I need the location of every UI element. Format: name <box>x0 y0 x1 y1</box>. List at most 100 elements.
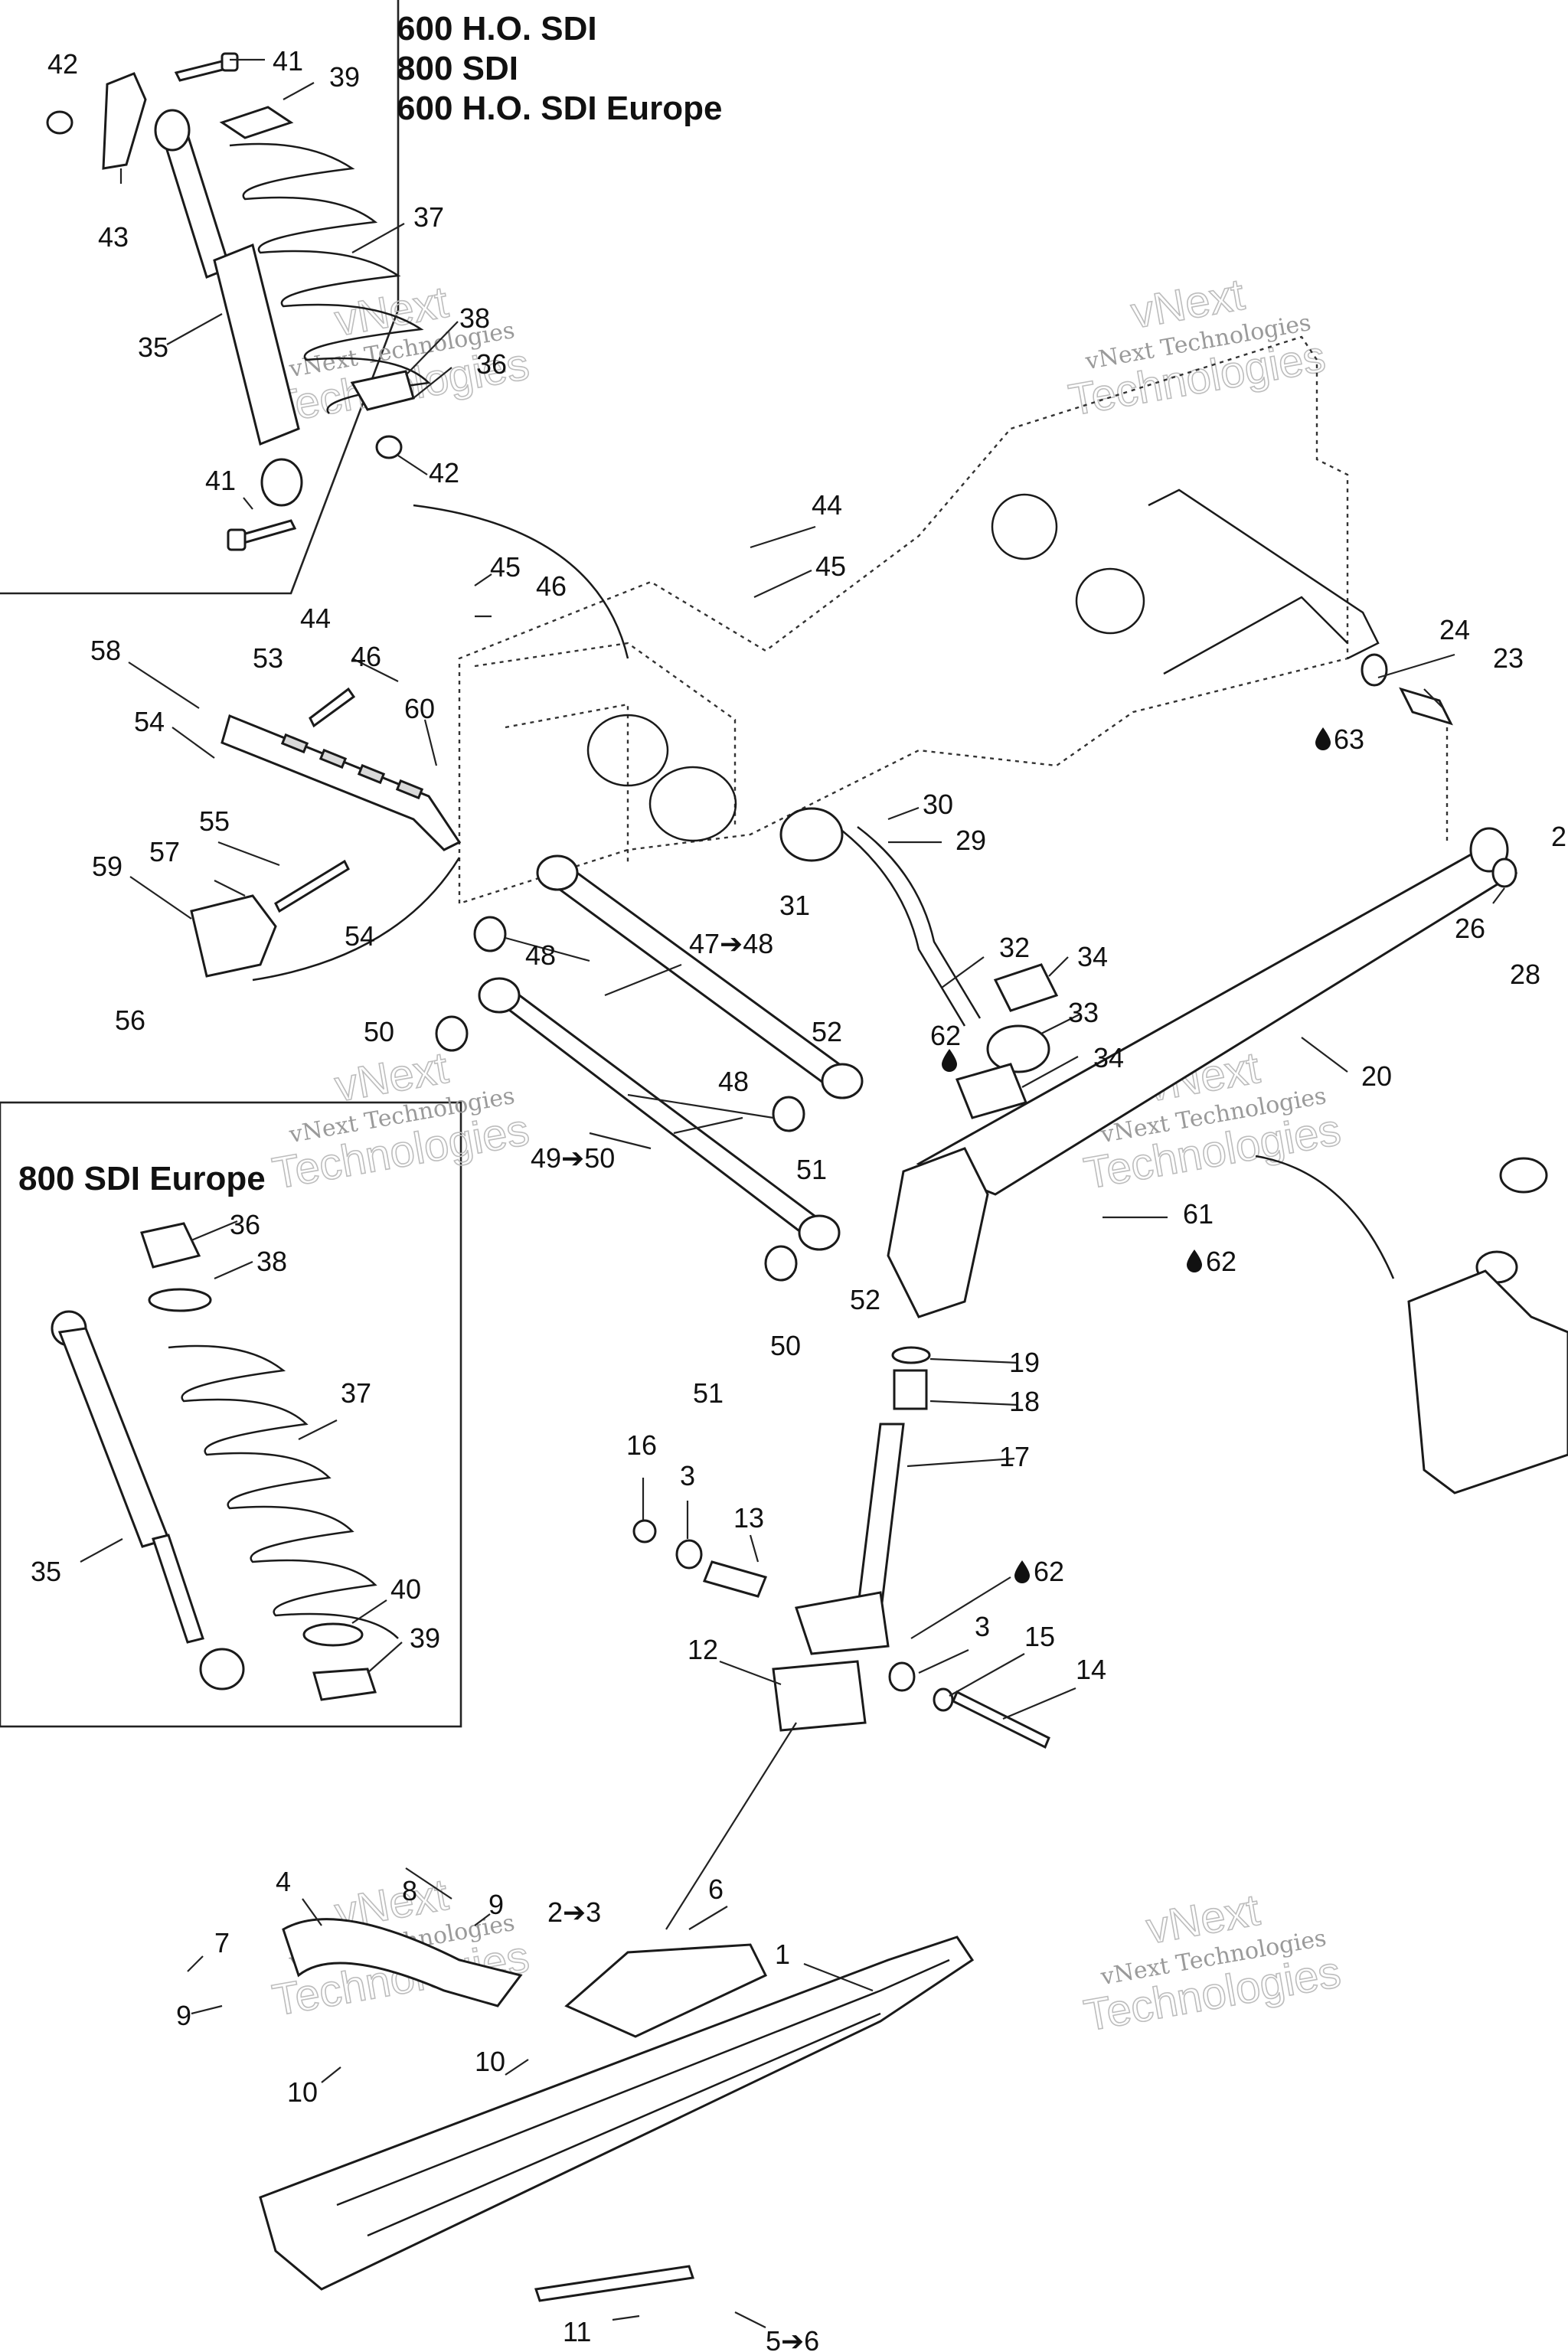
bushing-23 <box>1399 687 1453 726</box>
label-41-bottom: 41 <box>205 465 236 496</box>
label-48-b: 48 <box>718 1066 749 1097</box>
stabilizer-link-32 <box>841 826 982 1027</box>
label-3-right: 3 <box>975 1611 990 1642</box>
label-45-right: 45 <box>815 550 846 582</box>
label-30: 30 <box>923 789 953 820</box>
label-29: 29 <box>956 825 986 856</box>
label-39-top: 39 <box>329 61 360 93</box>
ski-handle-4 <box>282 1918 523 2007</box>
label-44-left: 44 <box>300 603 331 634</box>
bushing-18 <box>893 1369 928 1410</box>
label-56: 56 <box>115 1004 145 1036</box>
label-55: 55 <box>199 805 230 837</box>
label-19: 19 <box>1009 1347 1040 1378</box>
label-46-left: 46 <box>351 641 381 672</box>
bolt-41-bottom <box>227 519 297 551</box>
label-62-b: 62 <box>1206 1246 1236 1277</box>
bushing-48-b <box>772 1096 805 1132</box>
watermark-3: vNext vNext Technologies Technologies <box>268 1042 533 1199</box>
seat-38-bottom <box>148 1288 212 1312</box>
inset-top-titles: 600 H.O. SDI 800 SDI 600 H.O. SDI Europe <box>397 10 722 127</box>
bushing-48-a <box>473 916 507 952</box>
spacer-13 <box>702 1560 768 1598</box>
label-37-bottom: 37 <box>341 1377 371 1409</box>
label-7: 7 <box>214 1927 230 1958</box>
label-10-right: 10 <box>475 2046 505 2077</box>
drop-icon <box>1315 727 1331 750</box>
lower-arm-49 <box>478 977 841 1251</box>
nut-42-top <box>46 110 74 135</box>
label-50-b: 50 <box>770 1330 801 1361</box>
washer-15 <box>933 1687 954 1712</box>
cap-39-top <box>219 106 294 139</box>
label-2-partial: 2 <box>1551 821 1566 852</box>
housing-30 <box>779 807 844 862</box>
curve-bracket-59 <box>252 857 461 982</box>
label-45-left: 45 <box>490 551 521 583</box>
label-36-top: 36 <box>476 348 507 380</box>
watermark-6: vNext vNext Technologies Technologies <box>1080 1884 1344 2041</box>
label-3-left: 3 <box>680 1460 695 1491</box>
stopper-12 <box>772 1660 867 1732</box>
bracket-58 <box>220 714 462 851</box>
ski-leg-partial <box>1407 1157 1568 1494</box>
label-42-bottom: 42 <box>429 457 459 488</box>
label-61: 61 <box>1183 1198 1214 1230</box>
label-49-50: 49➔50 <box>531 1142 615 1174</box>
label-40: 40 <box>390 1573 421 1605</box>
bushing-50-b <box>764 1245 798 1282</box>
ski-runner-5 <box>534 2265 694 2302</box>
label-1: 1 <box>775 1939 790 1970</box>
label-35-bottom: 35 <box>31 1556 61 1587</box>
spacer-3-right <box>888 1661 916 1692</box>
washer-26 <box>1491 858 1517 888</box>
bracket-59 <box>190 894 277 978</box>
label-38-top: 38 <box>459 302 490 334</box>
washer-19 <box>891 1346 931 1364</box>
label-52-a: 52 <box>812 1016 842 1047</box>
label-4: 4 <box>276 1866 291 1897</box>
shock-absorber-top <box>154 109 303 507</box>
label-42-top: 42 <box>47 48 78 80</box>
label-13: 13 <box>733 1502 764 1534</box>
label-51-a: 51 <box>796 1154 827 1185</box>
label-58: 58 <box>90 635 121 666</box>
label-33: 33 <box>1068 997 1099 1028</box>
cap-36-bottom <box>140 1222 201 1269</box>
grease-drop-icons <box>942 727 1331 1583</box>
ball-joint-33 <box>986 1024 1050 1073</box>
washer-24 <box>1361 653 1388 687</box>
upper-arm-47 <box>536 854 864 1099</box>
bolt-55 <box>274 859 350 913</box>
drop-icon <box>1187 1250 1202 1272</box>
label-34-top: 34 <box>1077 941 1108 972</box>
part-labels: 42 41 39 37 35 38 36 41 42 43 44 45 45 4… <box>31 45 1566 2352</box>
label-62-c: 62 <box>1034 1556 1064 1587</box>
ski-saddle-2 <box>564 1943 768 2038</box>
label-50-a: 50 <box>364 1016 394 1047</box>
bushing-50-a <box>435 1015 469 1052</box>
label-54-right: 54 <box>345 920 375 952</box>
label-46-right: 46 <box>536 570 567 602</box>
label-62-a: 62 <box>930 1020 961 1051</box>
label-10-left: 10 <box>287 2076 318 2108</box>
label-16: 16 <box>626 1429 657 1461</box>
curve-to-mount <box>413 504 629 659</box>
inset-bottom-title: 800 SDI Europe <box>18 1160 266 1197</box>
shock-absorber-bottom <box>51 1310 245 1690</box>
spring-top <box>229 142 431 414</box>
label-59: 59 <box>92 851 122 882</box>
label-5-6: 5➔6 <box>766 2325 819 2352</box>
label-52-b: 52 <box>850 1284 880 1315</box>
label-15: 15 <box>1024 1621 1055 1652</box>
ski-1 <box>259 1936 975 2291</box>
nut-42-bottom <box>375 435 403 459</box>
label-26: 26 <box>1455 913 1485 944</box>
spring-bottom <box>168 1344 399 1639</box>
label-12: 12 <box>688 1634 718 1665</box>
curve-to-ski-leg <box>1255 1155 1395 1279</box>
leader-lines <box>80 58 1505 2328</box>
label-17: 17 <box>999 1441 1030 1472</box>
label-31: 31 <box>779 890 810 921</box>
label-23: 23 <box>1493 642 1524 674</box>
